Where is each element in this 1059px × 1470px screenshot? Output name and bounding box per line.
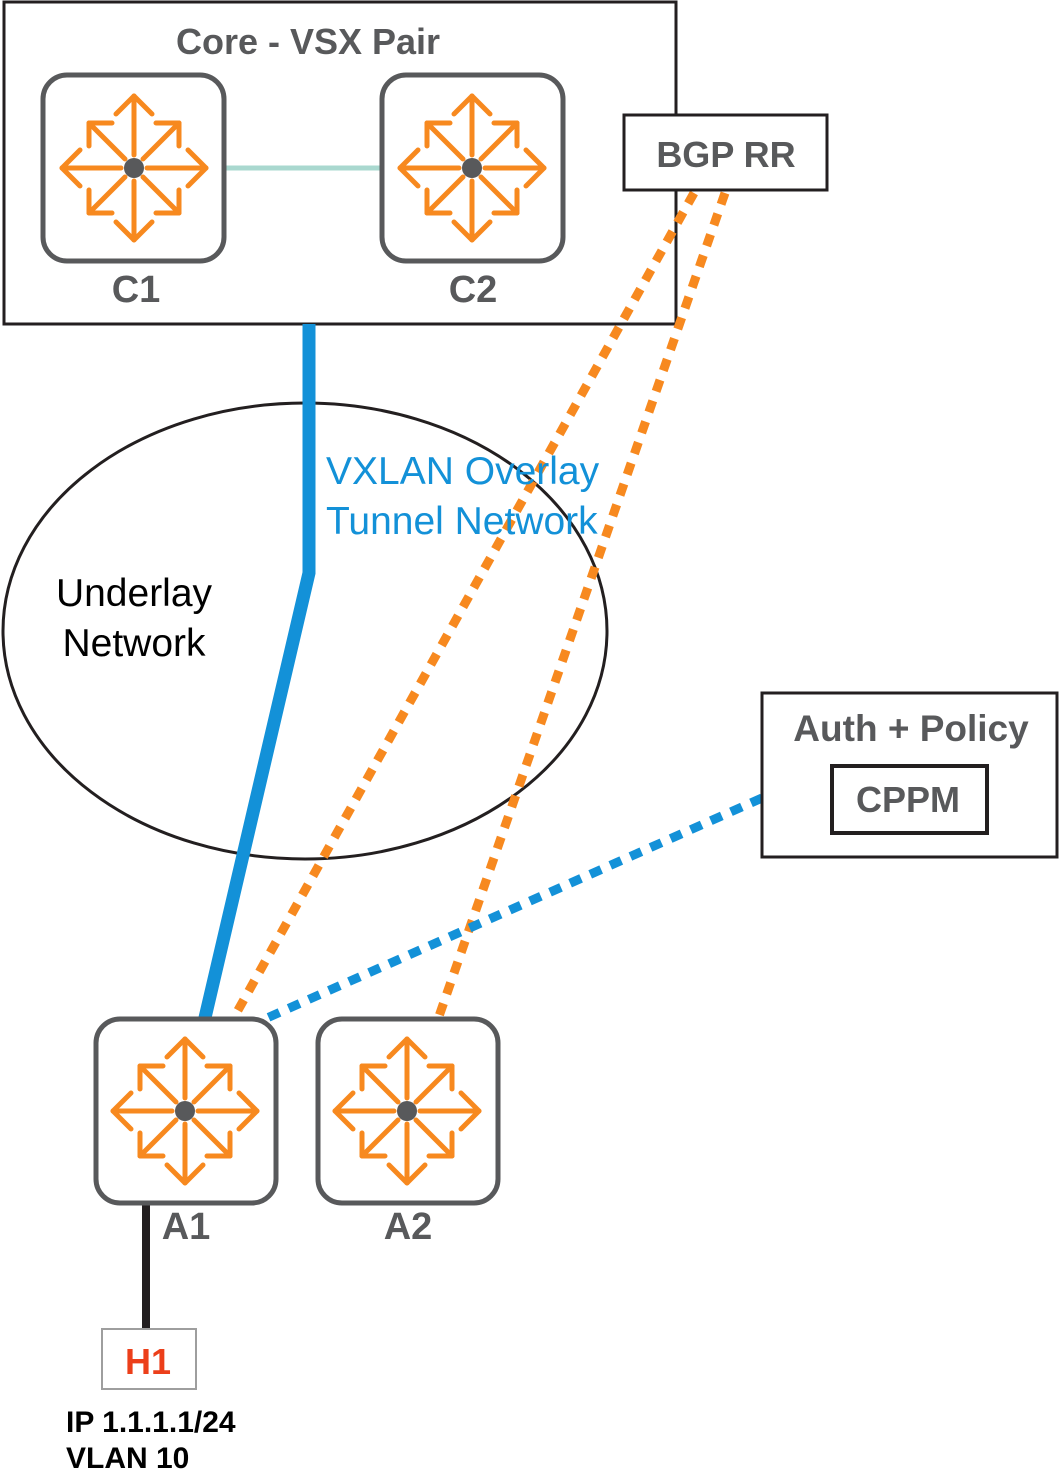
switch-c1[interactable] [40,72,227,264]
auth-policy-title: Auth + Policy [793,708,1029,749]
cppm-box[interactable] [830,764,989,835]
bgp-rr-label: BGP RR [656,134,795,175]
host-vlan-label: VLAN 10 [66,1442,189,1470]
auth-link [256,793,764,1027]
switch-c2[interactable] [379,72,566,264]
host-h1[interactable]: H1 [101,1328,197,1390]
bgp-session-a2 [432,191,730,1024]
host-h1-label: H1 [125,1341,171,1382]
bgp-rr-box[interactable]: BGP RR [622,113,829,192]
auth-policy-box[interactable]: Auth + Policy CPPM [760,691,1059,859]
cppm-label: CPPM [856,779,960,820]
underlay-label-line2: Network [62,622,206,665]
switch-a2-label: A2 [384,1206,433,1248]
overlay-label-line1: VXLAN Overlay [326,450,600,493]
overlay-tunnel-link [197,324,316,1024]
bgp-session-a1 [233,190,698,1015]
overlay-label-line2: Tunnel Network [326,500,598,543]
host-ip-label: IP 1.1.1.1/24 [66,1406,236,1439]
switch-a1-label: A1 [162,1206,211,1248]
underlay-label-line1: Underlay [56,572,213,615]
switch-c2-label: C2 [449,269,498,311]
core-vsx-pair-title: Core - VSX Pair [176,21,440,62]
switch-c1-label: C1 [112,269,161,311]
switch-a2[interactable] [315,1016,501,1206]
switch-a1[interactable] [93,1016,279,1206]
